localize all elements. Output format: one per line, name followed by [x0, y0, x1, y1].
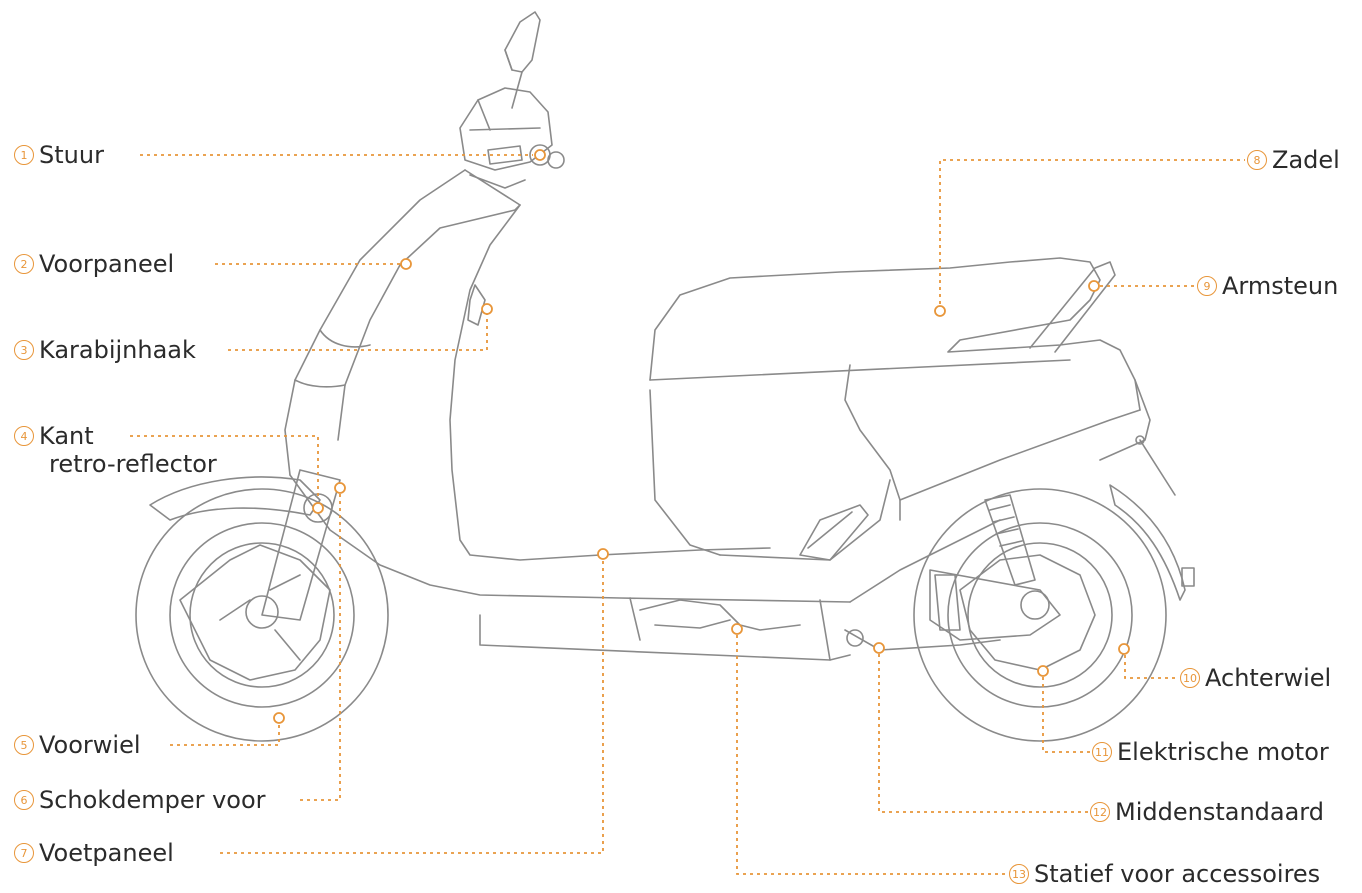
- callout-number: 4: [14, 426, 34, 446]
- label-text: Karabijnhaak: [39, 336, 196, 364]
- label-text: Kant: [39, 422, 94, 450]
- callout-number: 11: [1092, 742, 1112, 762]
- callout-number: 12: [1090, 802, 1110, 822]
- label-schokdemper-voor: 6 Schokdemper voor: [14, 786, 266, 814]
- leader-10: [1124, 655, 1178, 679]
- leader-3: [228, 314, 488, 351]
- dot-11: [1037, 665, 1049, 677]
- label-text-line2: retro-reflector: [49, 450, 217, 478]
- leader-7: [220, 560, 604, 854]
- dot-7: [597, 548, 609, 560]
- label-text: Voorpaneel: [39, 250, 175, 278]
- handlebar: [459, 87, 565, 189]
- label-voorpaneel: 2 Voorpaneel: [14, 250, 174, 278]
- label-text: Statief voor accessoires: [1034, 860, 1321, 888]
- callout-number: 7: [14, 843, 34, 863]
- label-armsteun: 9 Armsteun: [1197, 272, 1338, 300]
- label-achterwiel: 10 Achterwiel: [1180, 664, 1331, 692]
- leader-lines: [130, 154, 1245, 875]
- floor-frame: [289, 474, 1001, 661]
- label-voetpaneel: 7 Voetpaneel: [14, 839, 174, 867]
- label-text: Middenstandaard: [1115, 798, 1324, 826]
- label-text: Elektrische motor: [1117, 738, 1329, 766]
- label-text: Voetpaneel: [39, 839, 174, 867]
- dot-12: [873, 642, 885, 654]
- rear-body: [649, 257, 1176, 561]
- callout-number: 1: [14, 145, 34, 165]
- label-statief-voor-accessoires: 13 Statief voor accessoires: [1009, 860, 1320, 888]
- rear-wheel: [913, 484, 1195, 742]
- label-text: Voorwiel: [39, 731, 141, 759]
- label-karabijnhaak: 3 Karabijnhaak: [14, 336, 196, 364]
- front-wheel: [135, 469, 389, 742]
- leader-11: [1042, 677, 1090, 753]
- leader-6: [300, 494, 341, 801]
- dot-1: [534, 149, 546, 161]
- callout-number: 10: [1180, 668, 1200, 688]
- label-voorwiel: 5 Voorwiel: [14, 731, 141, 759]
- leader-12: [878, 654, 1088, 813]
- callout-number: 3: [14, 340, 34, 360]
- label-middenstandaard: 12 Middenstandaard: [1090, 798, 1324, 826]
- callout-number: 6: [14, 790, 34, 810]
- dot-4: [312, 502, 324, 514]
- label-text: Achterwiel: [1205, 664, 1332, 692]
- label-stuur: 1 Stuur: [14, 141, 104, 169]
- callout-number: 8: [1247, 150, 1267, 170]
- dot-2: [400, 258, 412, 270]
- callout-number: 5: [14, 735, 34, 755]
- dot-13: [731, 623, 743, 635]
- label-elektrische-motor: 11 Elektrische motor: [1092, 738, 1329, 766]
- callout-number: 13: [1009, 864, 1029, 884]
- label-text: Schokdemper voor: [39, 786, 266, 814]
- dot-3: [481, 303, 493, 315]
- front-shield: [284, 169, 771, 561]
- label-zadel: 8 Zadel: [1247, 146, 1340, 174]
- leader-13: [736, 635, 1007, 875]
- dot-6: [334, 482, 346, 494]
- dot-8: [934, 305, 946, 317]
- label-text: Armsteun: [1222, 272, 1339, 300]
- callout-dots: [273, 149, 1130, 724]
- label-kant-retro-reflector: 4 Kant retro-reflector: [14, 422, 217, 478]
- dot-10: [1118, 643, 1130, 655]
- leader-5: [170, 725, 280, 746]
- scooter-drawing: [135, 11, 1195, 742]
- callout-number: 2: [14, 254, 34, 274]
- callout-number: 9: [1197, 276, 1217, 296]
- dot-9: [1088, 280, 1100, 292]
- label-text: Stuur: [39, 141, 104, 169]
- label-text: Zadel: [1272, 146, 1340, 174]
- dot-5: [273, 712, 285, 724]
- mirror: [504, 11, 541, 109]
